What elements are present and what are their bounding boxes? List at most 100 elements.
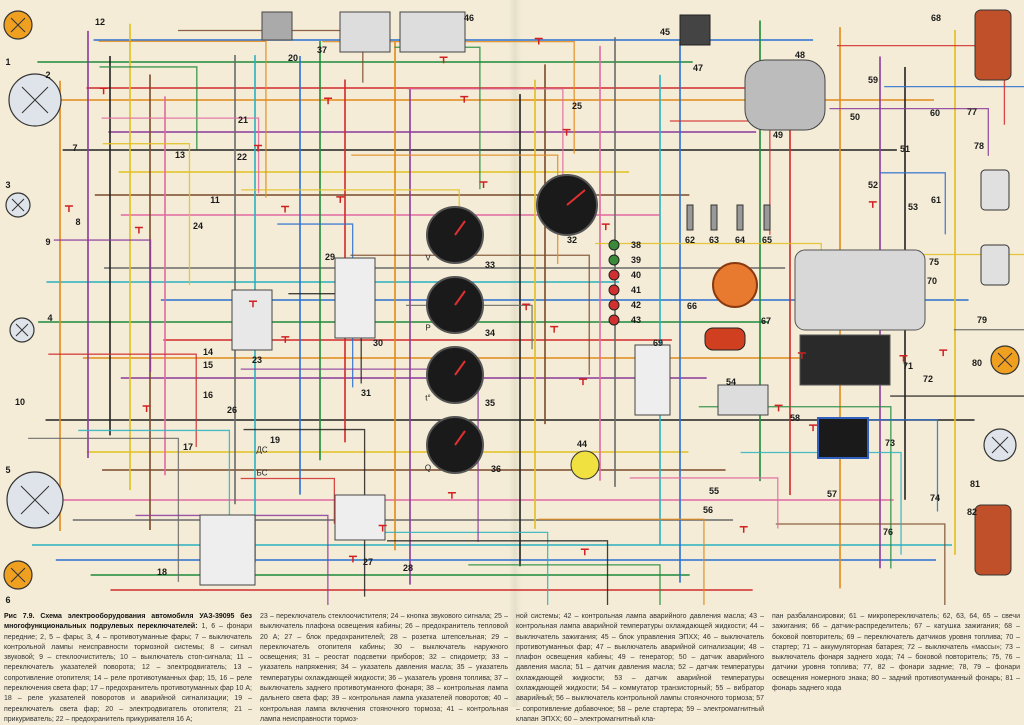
ground-mark xyxy=(324,97,333,105)
ground-mark xyxy=(868,201,877,208)
ground-mark xyxy=(562,128,571,136)
wire xyxy=(28,437,180,582)
headlamp-left-cross xyxy=(21,86,49,114)
light-switch xyxy=(334,257,376,339)
rear-fog-lamp-cross xyxy=(997,352,1013,368)
component-number-31: 31 xyxy=(360,388,372,398)
indicator-lamp xyxy=(608,269,620,281)
component-number-66: 66 xyxy=(686,301,698,311)
component-number-3: 3 xyxy=(5,180,11,190)
component-number-53: 53 xyxy=(907,202,919,212)
component-number-7: 7 xyxy=(72,143,78,153)
ground-mark xyxy=(134,226,143,234)
component-number-17: 17 xyxy=(182,442,194,452)
component-number-34: 34 xyxy=(484,328,496,338)
terminal-mark: P xyxy=(425,323,431,333)
speedometer-needle xyxy=(566,189,586,206)
component-number-75: 75 xyxy=(928,257,940,267)
component-number-40: 40 xyxy=(630,270,642,280)
fog-lamp-cross xyxy=(15,323,29,337)
component-number-24: 24 xyxy=(192,221,204,231)
caption-column-3: ной системы; 42 – контрольная лампа авар… xyxy=(516,612,764,723)
component-number-6: 6 xyxy=(5,595,11,605)
spark-plug xyxy=(710,204,718,231)
component-number-33: 33 xyxy=(484,260,496,270)
gauge-needle xyxy=(454,220,466,236)
component-number-51: 51 xyxy=(899,144,911,154)
ignition-coil xyxy=(704,327,746,351)
indicator-lamp xyxy=(608,299,620,311)
component-number-19: 19 xyxy=(269,435,281,445)
wire xyxy=(775,523,946,605)
component-number-78: 78 xyxy=(973,141,985,151)
wire xyxy=(407,88,564,187)
component-number-23: 23 xyxy=(251,355,263,365)
ground-mark xyxy=(439,56,448,64)
wire xyxy=(629,477,779,529)
wire xyxy=(829,107,989,156)
commutator xyxy=(717,384,769,416)
component-number-45: 45 xyxy=(659,27,671,37)
component-number-60: 60 xyxy=(929,108,941,118)
wire xyxy=(394,46,481,190)
ground-mark xyxy=(534,37,543,45)
component-number-5: 5 xyxy=(5,465,11,475)
ground-mark xyxy=(142,405,151,412)
wire xyxy=(468,564,661,605)
fog-switch-rear xyxy=(339,11,391,53)
wiring-diagram xyxy=(3,9,1024,605)
wire xyxy=(53,239,152,373)
indicator-lamp xyxy=(608,284,620,296)
starter xyxy=(794,249,926,331)
ground-mark xyxy=(797,352,806,359)
component-number-82: 82 xyxy=(966,507,978,517)
ground-mark xyxy=(64,205,73,213)
component-number-70: 70 xyxy=(926,276,938,286)
component-number-71: 71 xyxy=(902,361,914,371)
caption-column-4: пан разбалансировки; 61 – микропереключа… xyxy=(772,612,1020,704)
component-number-9: 9 xyxy=(45,237,51,247)
component-number-63: 63 xyxy=(708,235,720,245)
component-number-77: 77 xyxy=(966,107,978,117)
component-number-62: 62 xyxy=(684,235,696,245)
ground-mark xyxy=(580,548,589,556)
component-number-35: 35 xyxy=(484,398,496,408)
reverse-lamp-cross xyxy=(991,436,1009,454)
wire-bundle xyxy=(28,20,1024,605)
component-number-36: 36 xyxy=(490,464,502,474)
terminal-mark: ДС xyxy=(256,445,268,455)
component-number-14: 14 xyxy=(202,347,214,357)
ground-mark xyxy=(939,349,948,357)
legend-text-2: 23 – переключатель стеклоочистителя; 24 … xyxy=(260,613,508,723)
headlamp-left-lower-cross xyxy=(20,485,50,515)
spark-plug xyxy=(686,204,694,231)
wire xyxy=(322,41,575,154)
component-number-55: 55 xyxy=(708,486,720,496)
component-number-79: 79 xyxy=(976,315,988,325)
wire xyxy=(101,117,260,194)
terminal-mark: Q xyxy=(424,463,432,473)
terminal-mark: БС xyxy=(256,468,268,478)
ground-mark xyxy=(378,524,387,532)
wire xyxy=(99,66,198,150)
distributor xyxy=(712,262,758,308)
component-number-16: 16 xyxy=(202,390,214,400)
component-number-72: 72 xyxy=(922,374,934,384)
component-number-20: 20 xyxy=(287,53,299,63)
wire xyxy=(344,531,549,605)
component-number-67: 67 xyxy=(760,316,772,326)
component-number-41: 41 xyxy=(630,285,642,295)
component-number-38: 38 xyxy=(630,240,642,250)
ground-mark xyxy=(254,144,263,152)
ground-mark xyxy=(248,300,257,308)
rear-lamp xyxy=(974,9,1012,81)
ground-mark xyxy=(522,303,531,311)
component-number-64: 64 xyxy=(734,235,746,245)
battery xyxy=(799,334,891,386)
component-number-22: 22 xyxy=(236,152,248,162)
component-number-2: 2 xyxy=(45,70,51,80)
wiper-switch xyxy=(231,289,273,351)
ground-mark xyxy=(479,181,488,188)
component-number-48: 48 xyxy=(794,50,806,60)
ground-mark xyxy=(460,95,469,103)
